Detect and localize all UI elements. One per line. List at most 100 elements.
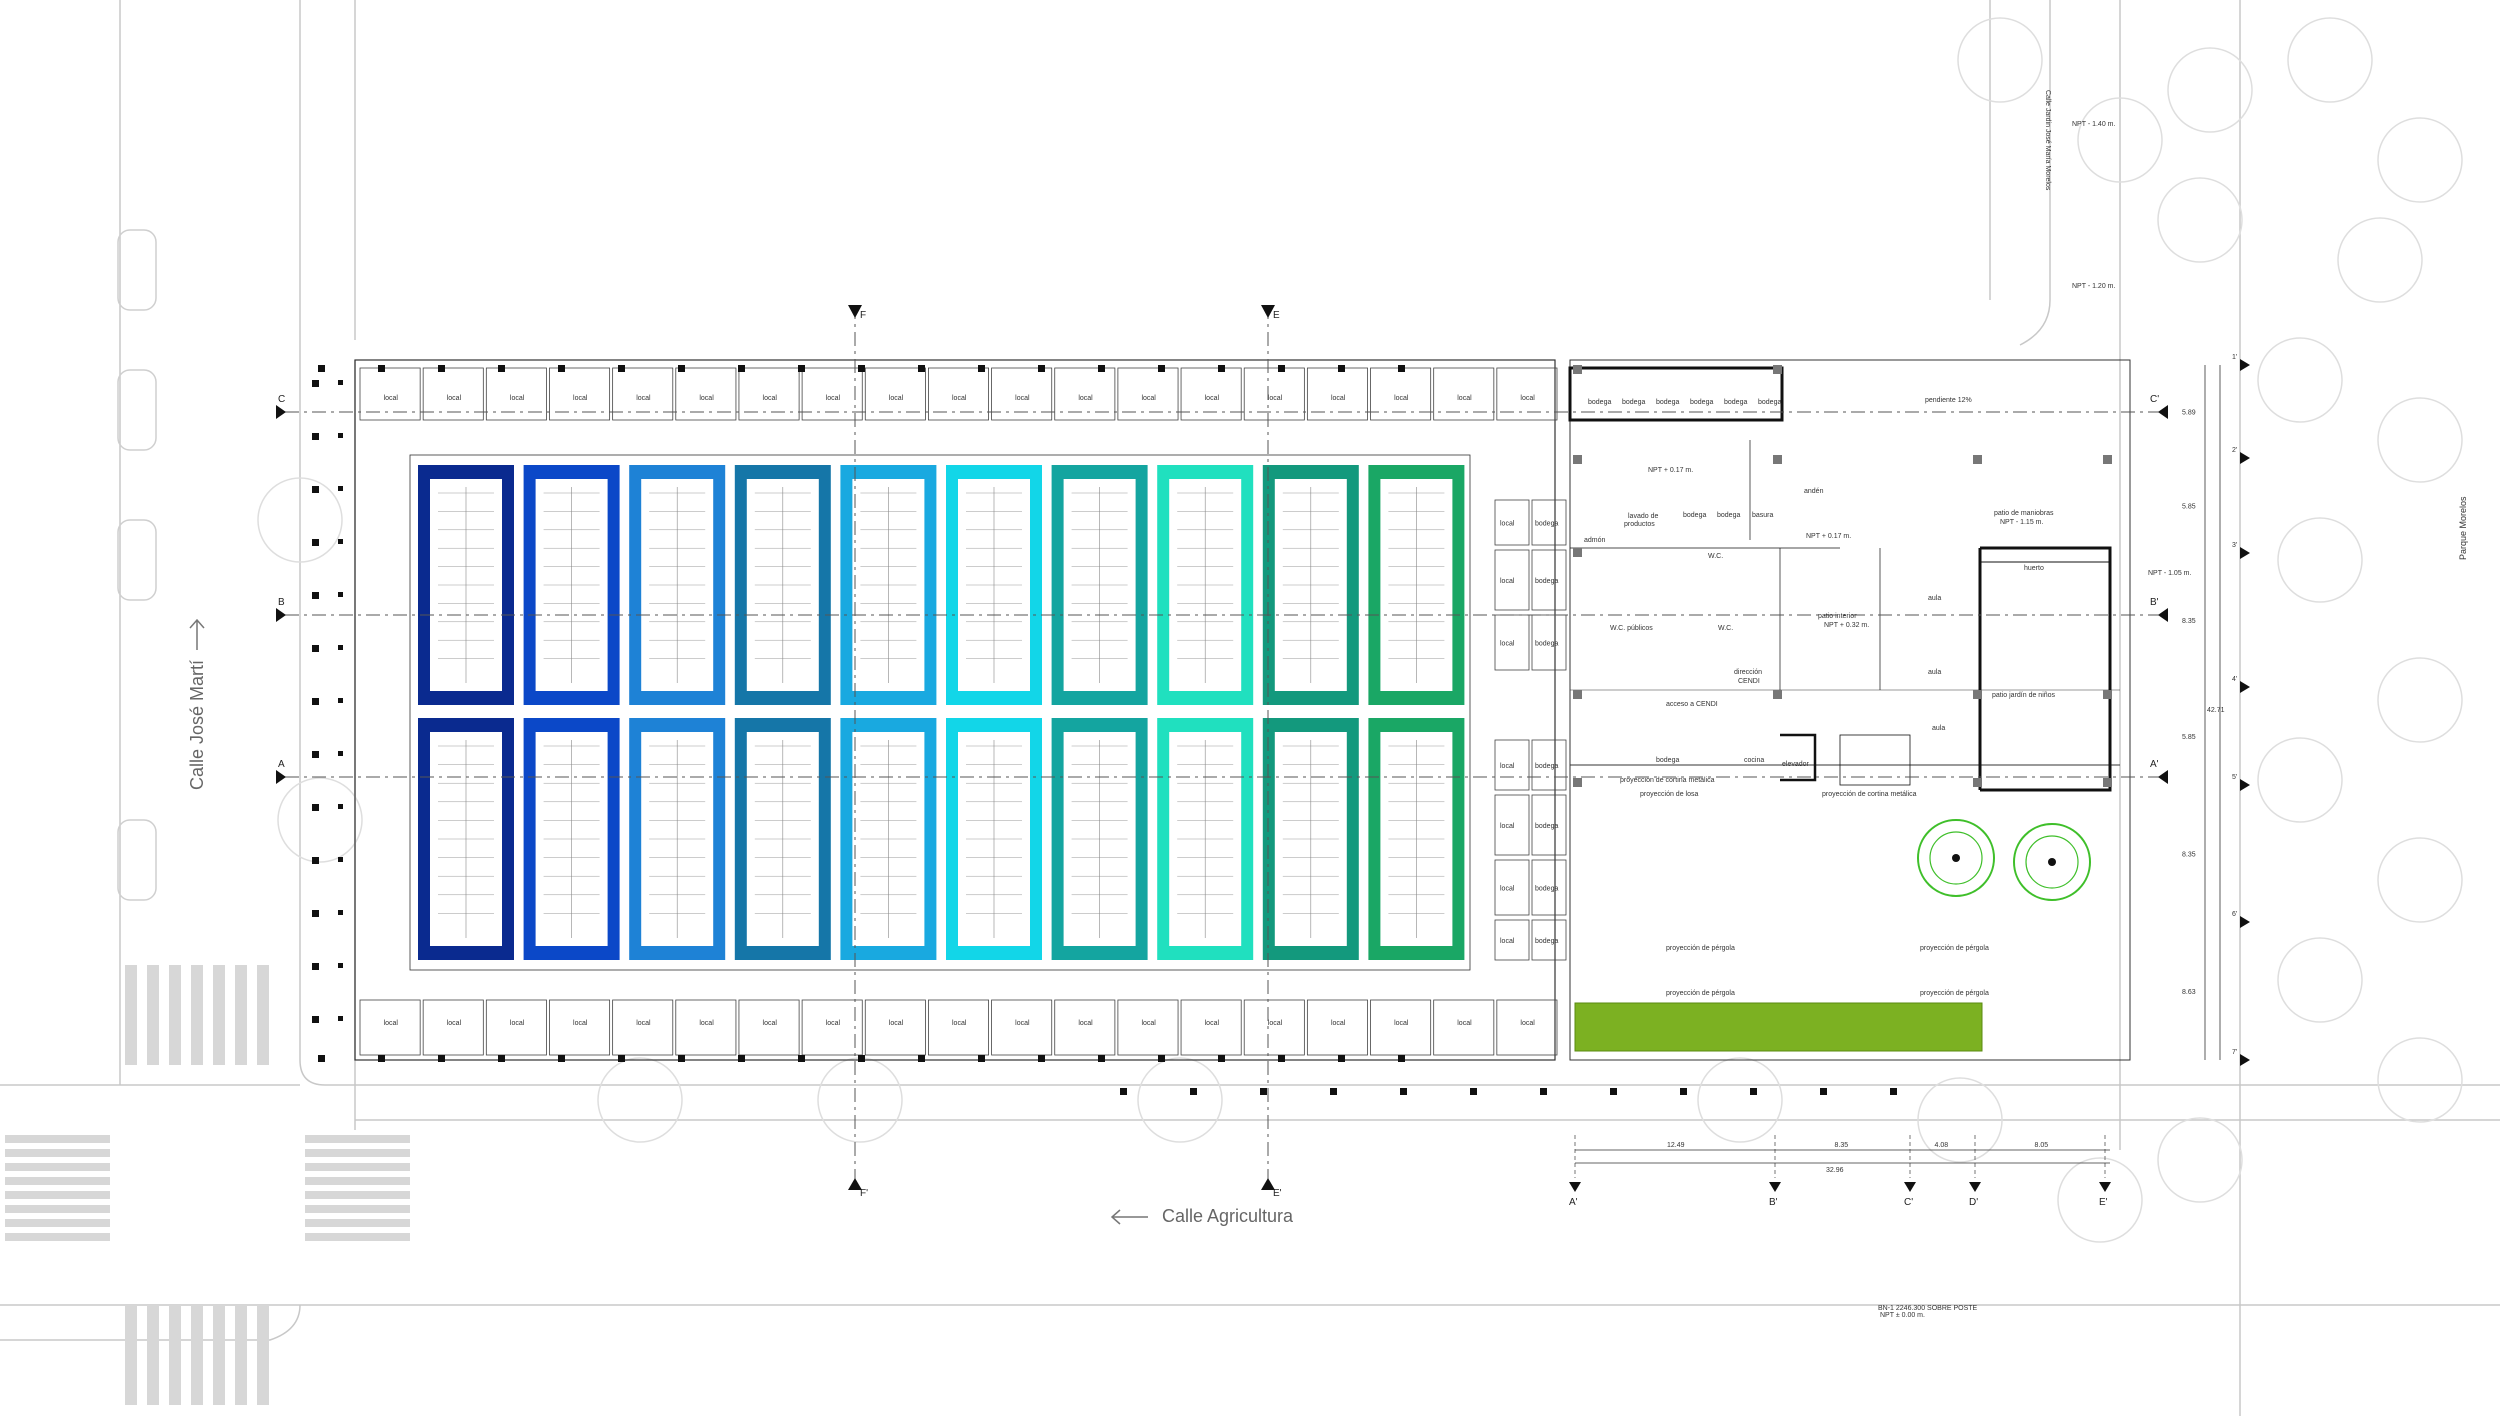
tree-outline (2377, 837, 2463, 923)
column-square (438, 365, 445, 372)
column-square (1398, 365, 1405, 372)
side-room-label: bodega (1535, 521, 1558, 528)
side-room (1494, 739, 1530, 791)
side-room-label: local (1500, 763, 1515, 770)
label-proy-cortina: proyección de cortina metálica (1620, 777, 1715, 784)
column-square (798, 365, 805, 372)
tree-outline (2377, 117, 2463, 203)
local-label: local (510, 1020, 525, 1027)
column-square (1158, 1055, 1165, 1062)
column-square (1038, 1055, 1045, 1062)
level-label: NPT - 1.15 m. (2000, 519, 2043, 526)
column-square (978, 365, 985, 372)
local-unit (1306, 999, 1368, 1056)
local-label: local (1457, 395, 1472, 402)
side-room-label: bodega (1535, 578, 1558, 585)
crosswalk-stripe (235, 965, 247, 1065)
dimension-value: 8.35 (1835, 1142, 1849, 1149)
axis-label: E' (2099, 1197, 2108, 1208)
cendi-walls (1570, 440, 2112, 792)
label-wc-publicos: W.C. públicos (1610, 625, 1653, 632)
dimension-value: 8.63 (2182, 989, 2196, 996)
label-proy-cortina: proyección de cortina metálica (1822, 791, 1917, 798)
crosswalk-stripe (5, 1135, 110, 1143)
local-unit (485, 999, 547, 1056)
local-unit (1496, 999, 1558, 1056)
local-unit (1117, 999, 1179, 1056)
axis-marker (1904, 1182, 1916, 1192)
local-unit (928, 367, 989, 421)
axis-label: B' (2150, 597, 2159, 608)
structural-columns (312, 365, 2112, 1095)
axis-marker (276, 770, 286, 784)
axis-label: B' (1769, 1197, 1778, 1208)
parking-cars (117, 229, 157, 901)
level-label: NPT + 0.32 m. (1824, 622, 1869, 629)
axis-label: C' (1904, 1197, 1913, 1208)
column-square (312, 804, 319, 811)
axis-label: D' (1969, 1197, 1978, 1208)
local-label: local (1015, 395, 1030, 402)
crosswalk-stripe (5, 1149, 110, 1157)
level-label: NPT ± 0.00 m. (1880, 1312, 1925, 1319)
column-square (312, 698, 319, 705)
dimension-value: 5.85 (2182, 734, 2196, 741)
local-unit (991, 999, 1053, 1056)
side-room (1494, 859, 1530, 916)
level-label: NPT - 1.05 m. (2148, 570, 2191, 577)
axis-marker (2158, 608, 2168, 622)
axis-label: E' (1273, 1188, 1282, 1199)
column-square (1120, 1088, 1127, 1095)
local-unit (1243, 999, 1305, 1056)
column-square (1973, 778, 1982, 787)
crosswalk-stripe (305, 1233, 410, 1241)
local-label: local (1078, 395, 1093, 402)
column-square (2103, 455, 2112, 464)
side-room (1494, 499, 1530, 546)
column-square (318, 1055, 325, 1062)
axis-marker (2240, 779, 2250, 791)
tree-outline (2157, 1117, 2243, 1203)
axis-label: 3' (2232, 542, 2237, 549)
column-square (338, 804, 343, 809)
side-room-label: local (1500, 886, 1515, 893)
local-unit (549, 367, 611, 421)
dimension-value: 5.89 (2182, 410, 2196, 417)
side-room-label: bodega (1535, 763, 1558, 770)
column-square (738, 365, 745, 372)
column-square (312, 1016, 319, 1023)
side-room-label: bodega (1535, 938, 1558, 945)
label-aula: aula (1928, 669, 1941, 676)
label-aula: aula (1932, 725, 1945, 732)
side-room-label: bodega (1535, 886, 1558, 893)
dimension-value: 8.35 (2182, 618, 2196, 625)
crosswalk-stripe (5, 1163, 110, 1171)
axis-label: C (278, 394, 285, 405)
side-room (1531, 919, 1567, 961)
label-elevador: elevador (1782, 761, 1810, 768)
street-names: Calle José Martí Calle Agricultura Calle… (187, 90, 2468, 1226)
local-label: local (1394, 395, 1409, 402)
label-proy-pergola: proyección de pérgola (1666, 990, 1735, 997)
local-unit (1180, 999, 1242, 1056)
column-square (1278, 365, 1285, 372)
column-square (1773, 690, 1782, 699)
local-unit (1054, 367, 1116, 421)
local-label: local (826, 395, 841, 402)
column-square (338, 433, 343, 438)
tree-outline (597, 1057, 683, 1143)
local-label: local (384, 395, 399, 402)
label-aula: aula (1928, 595, 1941, 602)
axis-label: 6' (2232, 911, 2237, 918)
street-name-jardin: Calle Jardin José María Morelos (2044, 90, 2051, 191)
axis-label: C' (2150, 394, 2159, 405)
local-unit (612, 367, 674, 421)
tree-outline (2157, 177, 2243, 263)
axis-label: A (278, 759, 285, 770)
crosswalk-stripe (305, 1177, 410, 1185)
column-square (1680, 1088, 1687, 1095)
axis-marker (276, 405, 286, 419)
